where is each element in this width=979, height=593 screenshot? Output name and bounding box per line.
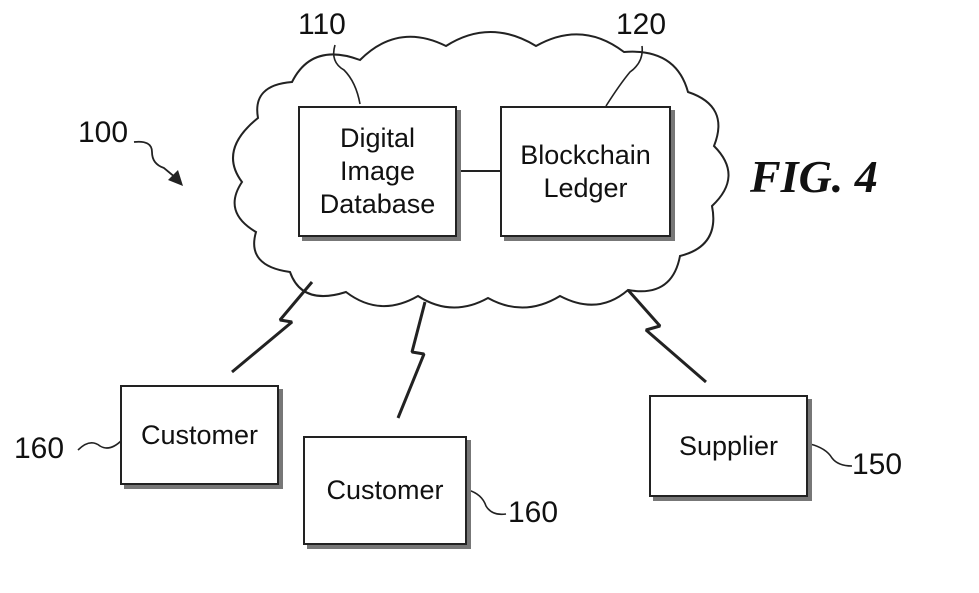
ledger-line-2: Ledger <box>520 172 651 205</box>
supplier-box: Supplier <box>649 395 808 497</box>
leader-150 <box>810 444 852 466</box>
blockchain-ledger-box: Blockchain Ledger <box>500 106 671 237</box>
supplier-label: Supplier <box>679 430 778 463</box>
wireless-link-supplier <box>628 290 706 382</box>
database-line-1: Digital <box>320 122 436 155</box>
leader-160-mid <box>468 490 506 514</box>
customer-box-middle: Customer <box>303 436 467 545</box>
leader-160-left <box>78 440 122 450</box>
digital-image-database-label: Digital Image Database <box>320 122 436 221</box>
ledger-line-1: Blockchain <box>520 139 651 172</box>
wireless-link-customer-mid <box>398 302 425 418</box>
database-line-3: Database <box>320 188 436 221</box>
ref-160-mid: 160 <box>508 496 558 530</box>
customer-left-label: Customer <box>141 419 258 452</box>
wireless-link-customer-left <box>232 282 312 372</box>
database-line-2: Image <box>320 155 436 188</box>
customer-mid-label: Customer <box>326 474 443 507</box>
customer-box-left: Customer <box>120 385 279 485</box>
ref-150: 150 <box>852 448 902 482</box>
ref-160-left: 160 <box>14 432 64 466</box>
arrow-100 <box>134 142 176 178</box>
ref-120: 120 <box>616 8 666 42</box>
blockchain-ledger-label: Blockchain Ledger <box>520 139 651 205</box>
figure-label: FIG. 4 <box>750 150 878 203</box>
digital-image-database-box: Digital Image Database <box>298 106 457 237</box>
ref-100: 100 <box>78 116 128 150</box>
ref-110: 110 <box>298 8 346 42</box>
